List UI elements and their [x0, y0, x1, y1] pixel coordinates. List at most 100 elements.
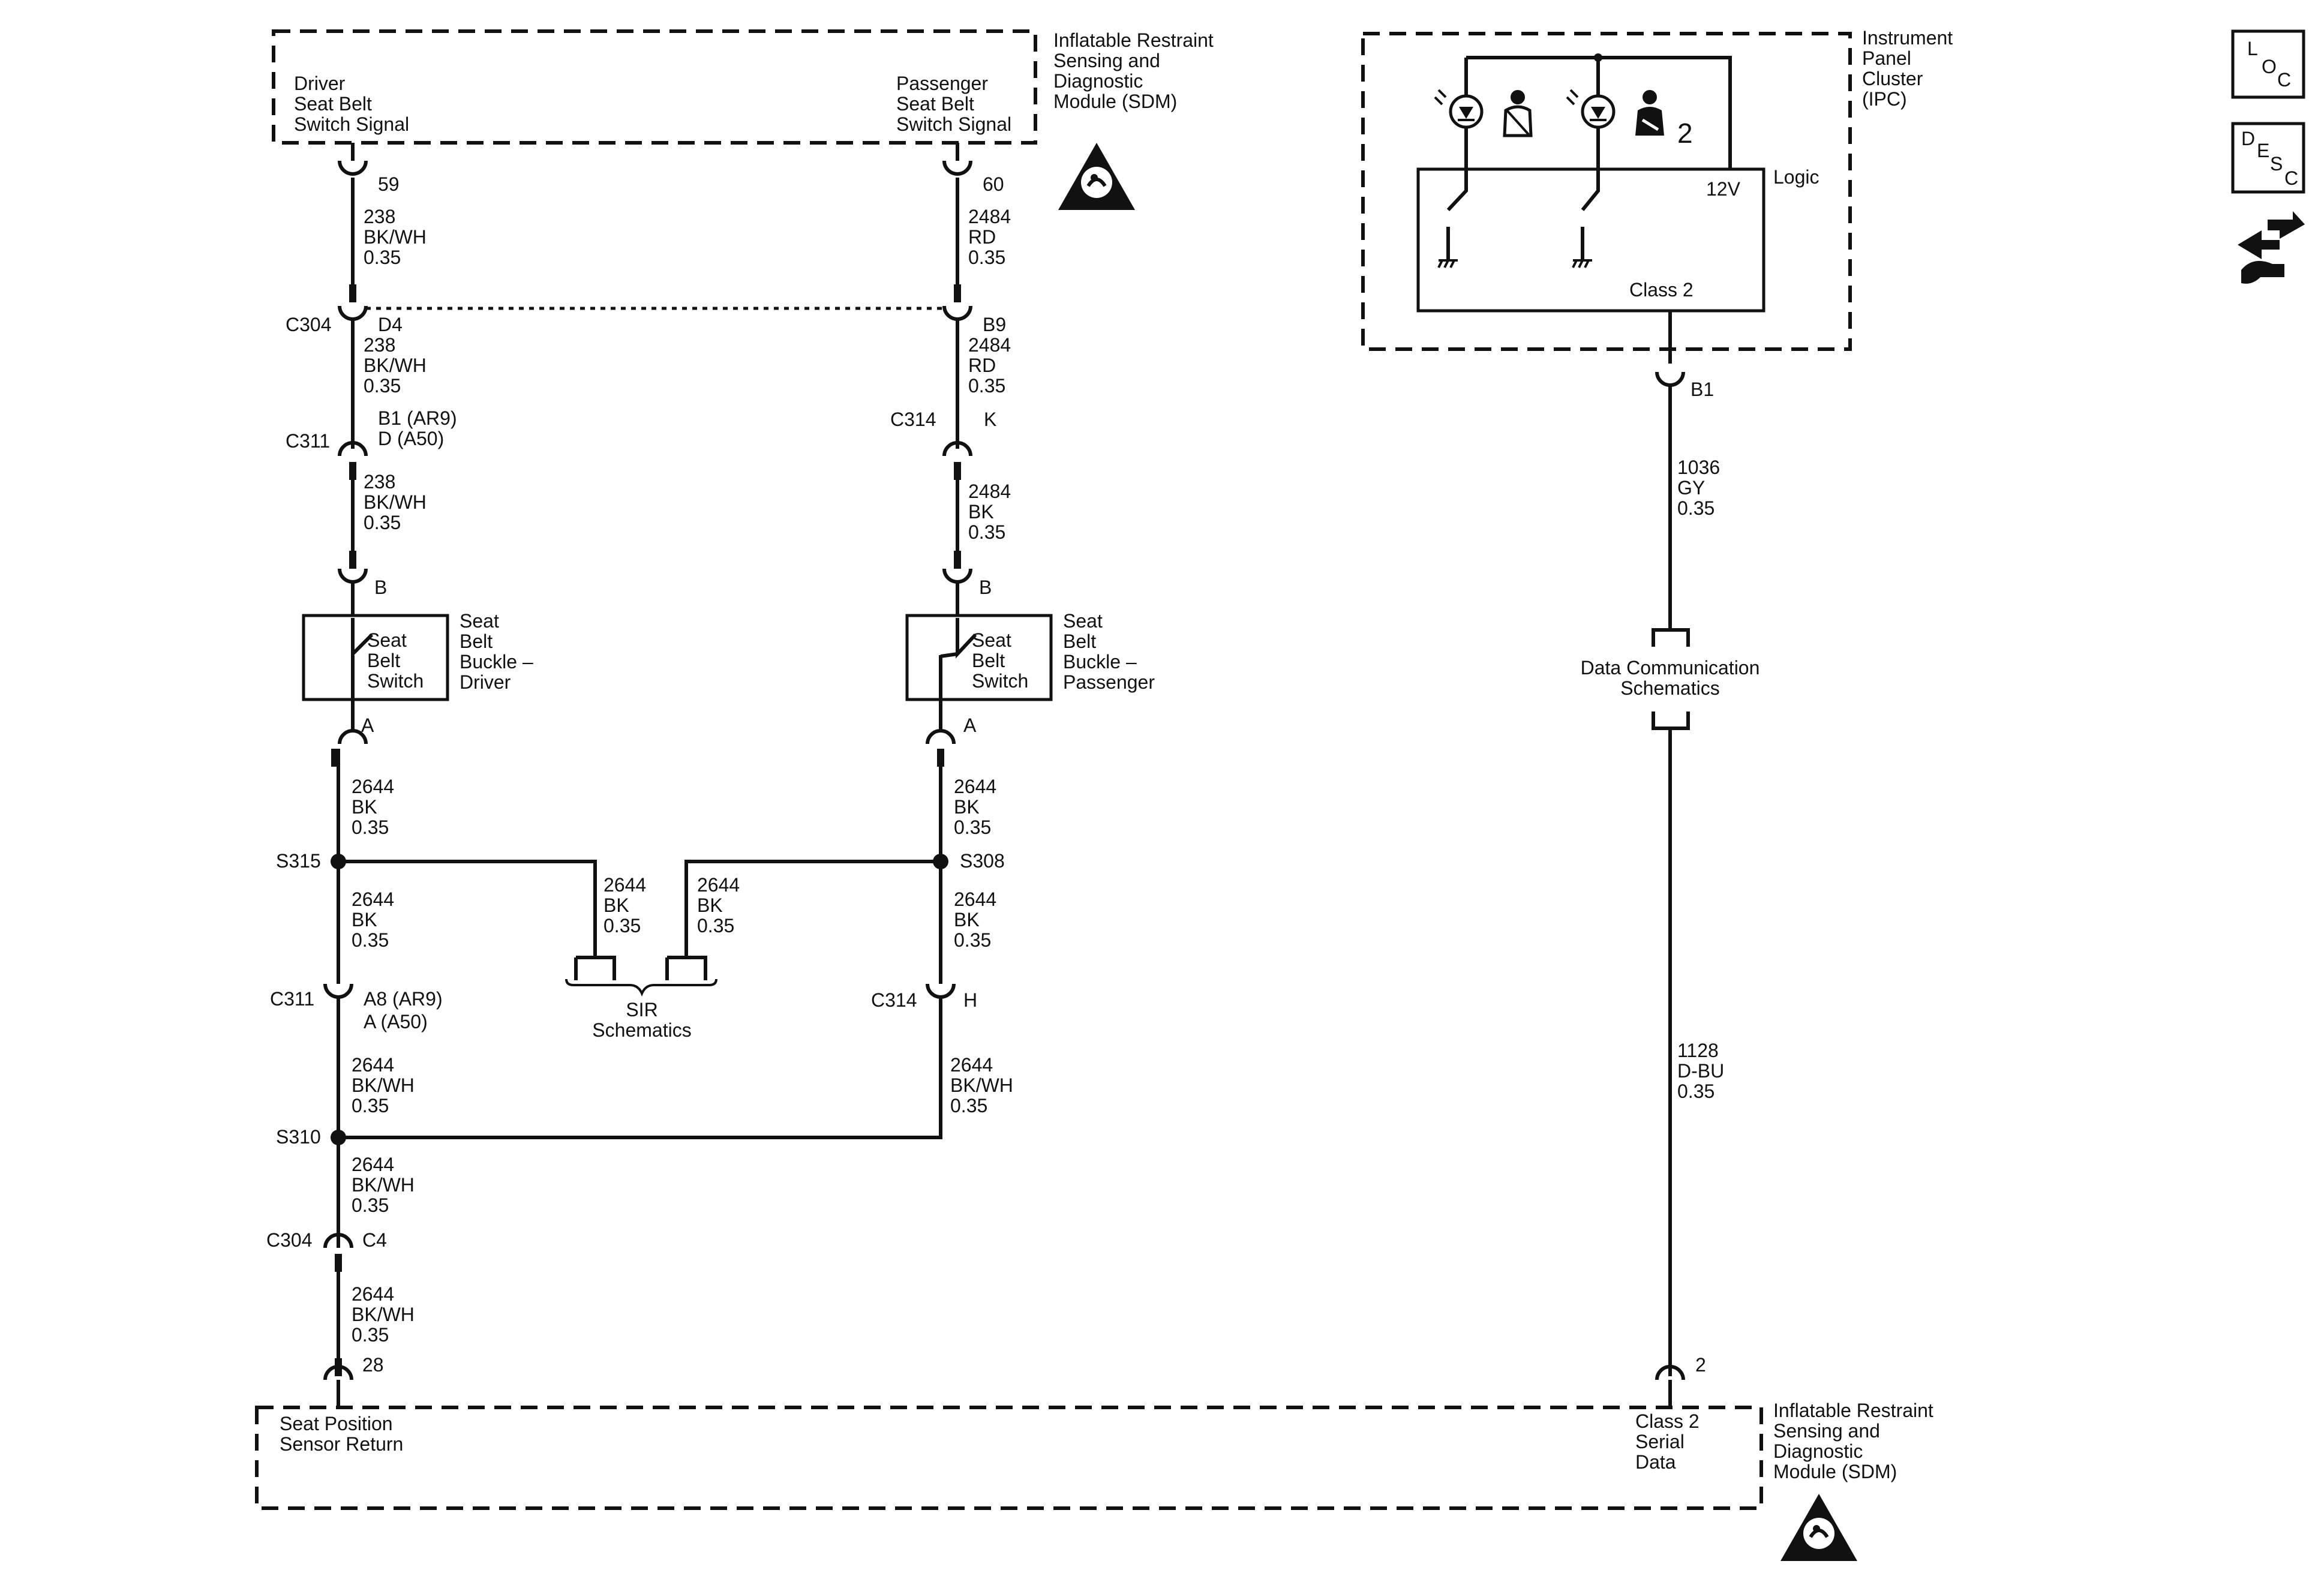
- ipc-logic-label: Logic: [1773, 166, 1819, 188]
- pin-c4: C4: [362, 1229, 387, 1251]
- splice-s308-label: S308: [960, 850, 1005, 872]
- airbag-warning-icon: [1058, 143, 1135, 210]
- connector-c314-top: C314: [890, 409, 936, 430]
- label-line: Diagnostic: [1773, 1440, 1863, 1462]
- label-line: RD: [968, 355, 996, 376]
- label-line: BK/WH: [950, 1074, 1013, 1096]
- pin-b1-ar9: B1 (AR9): [378, 407, 457, 429]
- label-line: Buckle –: [1063, 651, 1137, 673]
- label-line: Module (SDM): [1053, 91, 1177, 112]
- label-line: 0.35: [364, 375, 401, 397]
- seatbelt-indicator-icon: [1434, 89, 1533, 137]
- label-line: 0.35: [954, 929, 991, 951]
- loc-button[interactable]: L O C: [2231, 29, 2305, 99]
- loc-c: C: [2277, 69, 2291, 91]
- label-line: Module (SDM): [1773, 1461, 1897, 1482]
- label-line: 0.35: [352, 1095, 389, 1116]
- label-line: Passenger: [896, 73, 988, 94]
- label-line: BK: [968, 501, 994, 523]
- pin-d-a50: D (A50): [378, 428, 444, 449]
- connector-view-icon[interactable]: [2238, 211, 2305, 284]
- ipc-logic-box: [1416, 167, 1765, 313]
- label-line: Seat Belt: [896, 93, 974, 115]
- label-line: 2644: [352, 1154, 394, 1175]
- pin-2: 2: [1695, 1354, 1706, 1376]
- label-line: 0.35: [352, 929, 389, 951]
- label-line: Inflatable Restraint: [1773, 1400, 1933, 1421]
- splice-s315-label: S315: [276, 850, 321, 872]
- label-line: 0.35: [968, 521, 1005, 543]
- label-line: Buckle –: [460, 651, 533, 673]
- loc-l: L: [2247, 38, 2258, 59]
- label-line: 2644: [954, 888, 996, 910]
- label-line: BK/WH: [364, 491, 427, 513]
- label-line: Driver: [460, 671, 511, 693]
- connector-c314-bottom: C314: [871, 989, 917, 1011]
- desc-button[interactable]: D E S C: [2231, 122, 2305, 194]
- pin-b-driver: B: [374, 577, 387, 598]
- label-line: Inflatable Restraint: [1053, 29, 1214, 51]
- label-line: BK: [352, 909, 377, 930]
- label-line: 2644: [950, 1054, 993, 1076]
- pin-a8-ar9: A8 (AR9): [364, 988, 443, 1010]
- label-line: 0.35: [954, 816, 991, 838]
- label-line: 238: [364, 471, 395, 493]
- label-line: BK/WH: [364, 226, 427, 248]
- label-line: 2644: [352, 1054, 394, 1076]
- label-line: Seat: [972, 629, 1011, 651]
- pin-k: K: [984, 409, 996, 430]
- pin-a-passenger: A: [963, 715, 977, 736]
- ipc-voltage-label: 12V: [1706, 178, 1741, 200]
- label-line: 2644: [352, 776, 394, 797]
- label-line: Data: [1635, 1451, 1676, 1473]
- label-line: Diagnostic: [1053, 70, 1143, 92]
- connector-c304-bottom: C304: [266, 1229, 313, 1251]
- label-line: 1128: [1677, 1040, 1719, 1061]
- label-line: Switch Signal: [896, 113, 1011, 135]
- pin-a-a50: A (A50): [364, 1011, 428, 1032]
- label-line: 2484: [968, 481, 1011, 502]
- label-line: 0.35: [352, 1194, 389, 1216]
- label-line: 238: [364, 334, 395, 356]
- desc-e: E: [2257, 140, 2269, 161]
- ipc-indicator-number: 2: [1677, 118, 1693, 149]
- label-line: 0.35: [603, 915, 641, 936]
- label-line: Instrument: [1862, 27, 1953, 49]
- desc-c: C: [2284, 167, 2298, 189]
- label-line: GY: [1677, 477, 1705, 499]
- connector-c311-top: C311: [286, 430, 330, 452]
- label-line: 0.35: [968, 247, 1005, 268]
- connector-c304-top: C304: [286, 314, 332, 335]
- sdm-bottom-box: [255, 1406, 1763, 1510]
- pin-b9: B9: [983, 314, 1006, 335]
- label-line: Switch: [367, 670, 424, 692]
- label-line: Seat Position: [280, 1413, 393, 1434]
- pin-a-driver: A: [361, 715, 374, 736]
- label-line: Class 2: [1635, 1410, 1700, 1432]
- driver-switch-box: [302, 614, 449, 701]
- label-line: Driver: [294, 73, 346, 94]
- label-line: BK: [352, 796, 377, 818]
- label-line: BK: [697, 894, 723, 916]
- label-line: D-BU: [1677, 1060, 1724, 1082]
- label-line: 0.35: [364, 512, 401, 533]
- label-line: Panel: [1862, 47, 1911, 69]
- label-line: Belt: [972, 650, 1005, 671]
- ipc-box: [1361, 32, 1852, 351]
- sdm-top-box: [272, 29, 1037, 145]
- label-line: 2484: [968, 334, 1011, 356]
- connector-c311-bottom: C311: [270, 988, 314, 1010]
- label-line: Belt: [1063, 631, 1096, 652]
